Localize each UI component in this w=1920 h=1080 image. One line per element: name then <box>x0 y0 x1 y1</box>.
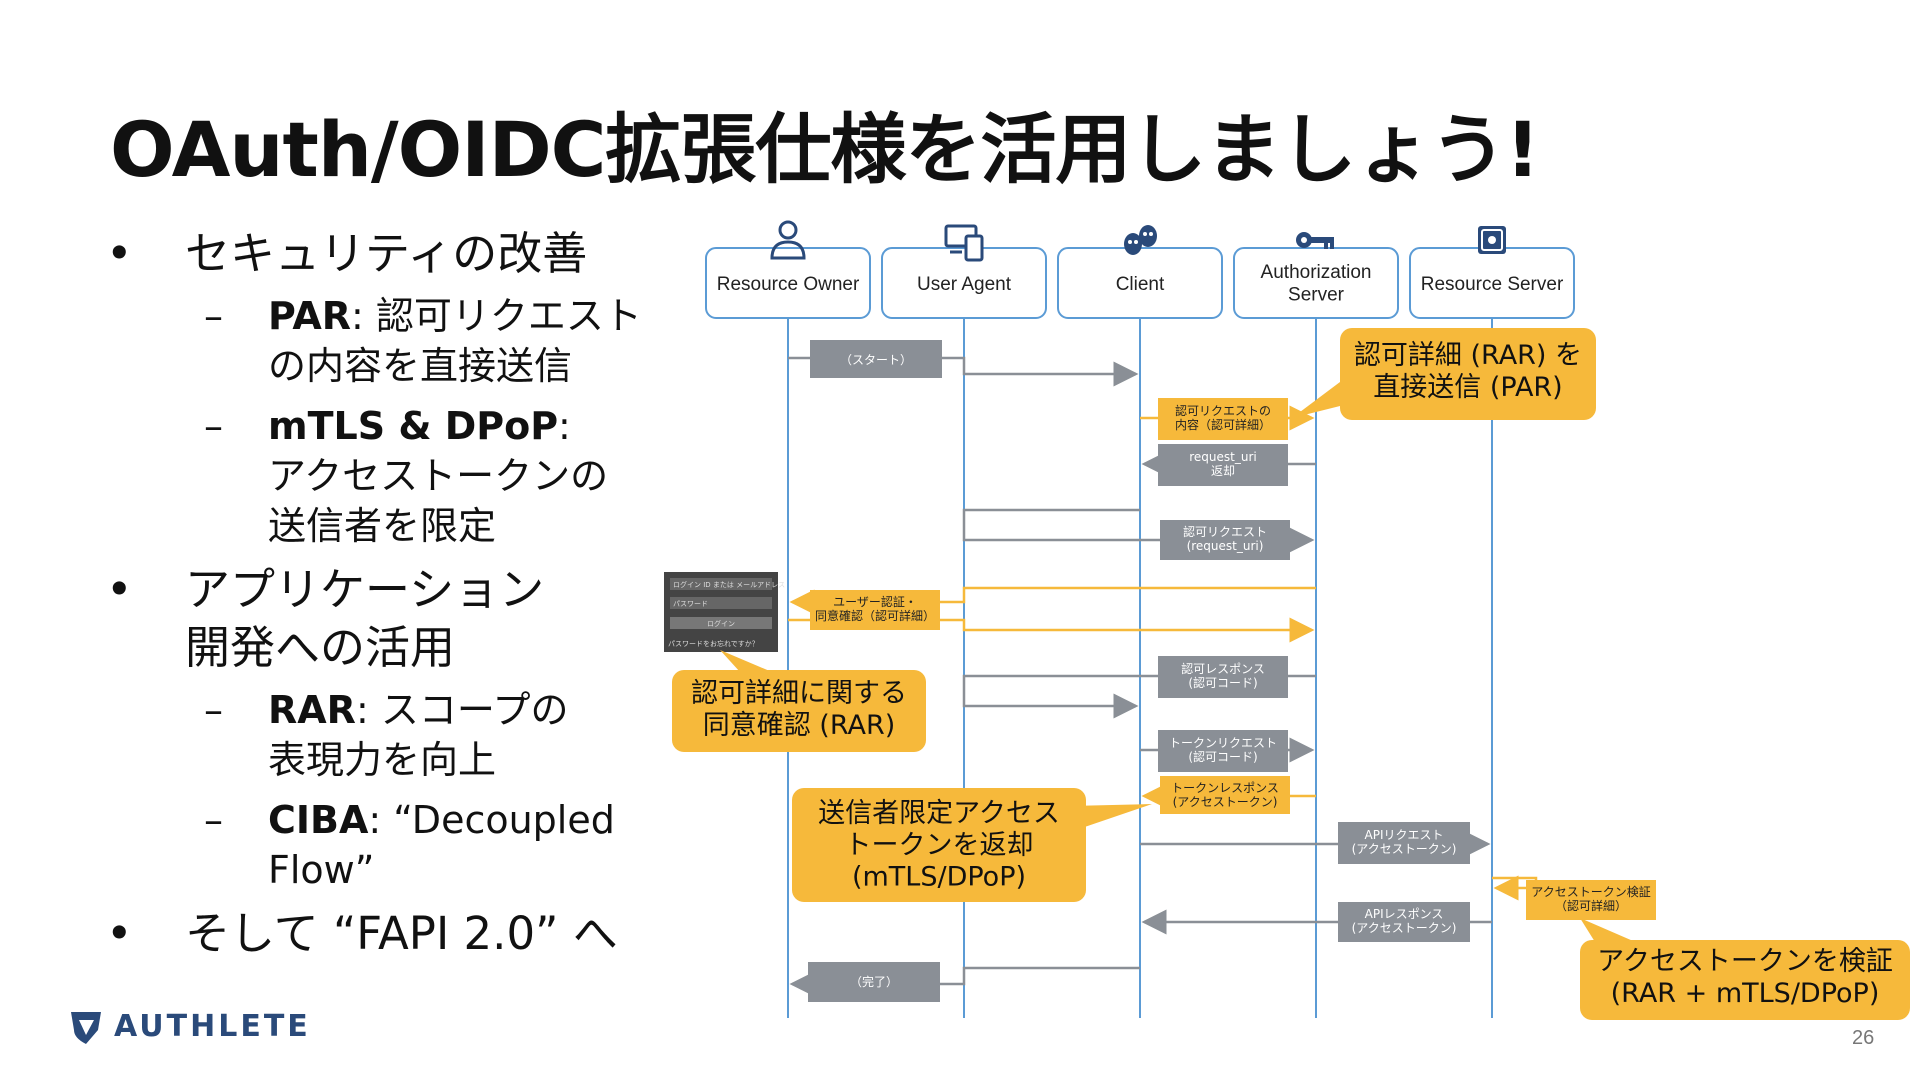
actor-client: Client <box>1057 225 1223 319</box>
msg-api-request: APIリクエスト(アクセストークン) <box>1338 822 1470 864</box>
actor-label: Resource Owner <box>717 274 860 295</box>
sub-bullet-mtls: –mTLS & DPoP:アクセストークンの送信者を限定 <box>204 404 609 548</box>
svg-text:認可レスポンス(認可コード): 認可レスポンス(認可コード) <box>1181 661 1265 690</box>
actor-label: Resource Server <box>1421 274 1564 295</box>
svg-text:APIリクエスト(アクセストークン): APIリクエスト(アクセストークン) <box>1352 828 1457 856</box>
msg-token-response: トークンレスポンス(アクセストークン) <box>1160 776 1290 814</box>
msg-token-verify: アクセストークン検証（認可詳細） <box>1526 880 1656 920</box>
svg-text:送信者限定アクセストークンを返却(mTLS/DPoP): 送信者限定アクセストークンを返却(mTLS/DPoP) <box>818 798 1060 893</box>
bullet-list: •セキュリティの改善 –PAR: 認可リクエストの内容を直接送信 –mTLS &… <box>100 225 660 971</box>
callout-par: 認可詳細 (RAR) を直接送信 (PAR) <box>1292 328 1596 420</box>
msg-user-auth: ユーザー認証・同意確認（認可詳細） <box>810 590 940 630</box>
bullet-app-dev: •アプリケーション開発への活用 <box>106 563 545 674</box>
msg-complete: （完了） <box>808 962 940 1002</box>
person-icon <box>770 220 806 260</box>
svg-text:トークンリクエスト(認可コード): トークンリクエスト(認可コード) <box>1169 736 1277 764</box>
msg-start: （スタート） <box>810 340 942 378</box>
callout-consent: 認可詳細に関する同意確認 (RAR) <box>672 650 926 752</box>
callout-token: 送信者限定アクセストークンを返却(mTLS/DPoP) <box>792 788 1152 902</box>
safe-icon <box>1478 226 1506 254</box>
actor-resource-owner: Resource Owner <box>705 220 871 319</box>
sub-bullet-par: –PAR: 認可リクエストの内容を直接送信 <box>204 294 642 388</box>
msg-authz-request: 認可リクエスト(request_uri) <box>1160 520 1290 560</box>
actor-user-agent: User Agent <box>881 224 1047 319</box>
slide-title: OAuth/OIDC拡張仕様を活用しましょう! <box>110 105 1540 194</box>
callout-verify: アクセストークンを検証(RAR + mTLS/DPoP) <box>1580 918 1910 1020</box>
page-number: 26 <box>1852 1027 1875 1049</box>
authlete-logo: AUTHLETE <box>68 1008 311 1044</box>
svg-text:トークンレスポンス(アクセストークン): トークンレスポンス(アクセストークン) <box>1171 781 1279 809</box>
svg-text:ユーザー認証・同意確認（認可詳細）: ユーザー認証・同意確認（認可詳細） <box>815 594 935 623</box>
key-icon <box>1296 232 1334 249</box>
bullet-security: •セキュリティの改善 <box>106 227 588 280</box>
svg-text:（スタート）: （スタート） <box>840 353 912 367</box>
arrow-authz-request <box>962 508 1315 553</box>
actor-resource-server: Resource Server <box>1409 226 1575 319</box>
msg-par-request: 認可リクエストの内容（認可詳細） <box>1158 398 1288 440</box>
svg-text:認可詳細に関する同意確認 (RAR): 認可詳細に関する同意確認 (RAR) <box>691 678 907 741</box>
svg-text:認可リクエスト(request_uri): 認可リクエスト(request_uri) <box>1183 524 1267 553</box>
svg-text:認可詳細 (RAR) を直接送信 (PAR): 認可詳細 (RAR) を直接送信 (PAR) <box>1354 340 1582 403</box>
svg-text:（完了）: （完了） <box>850 974 898 989</box>
bullet-fapi: •そして “FAPI 2.0” へ <box>106 907 618 960</box>
login-screen-thumbnail: ログイン ID または メールアドレス パスワード ログイン パスワードをお忘れ… <box>664 572 785 652</box>
callouts: 認可詳細 (RAR) を直接送信 (PAR) 認可詳細に関する同意確認 (RAR… <box>672 328 1910 1020</box>
svg-text:アクセストークン検証（認可詳細）: アクセストークン検証（認可詳細） <box>1531 885 1650 913</box>
arrow-authz-response <box>962 674 1316 719</box>
svg-text:ログイン: ログイン <box>707 619 735 628</box>
theater-masks-icon <box>1124 225 1157 255</box>
svg-text:APIレスポンス(アクセストークン): APIレスポンス(アクセストークン) <box>1352 907 1457 935</box>
devices-icon <box>944 224 984 262</box>
msg-authz-response: 認可レスポンス(認可コード) <box>1158 656 1288 698</box>
svg-text:認可リクエストの内容（認可詳細）: 認可リクエストの内容（認可詳細） <box>1175 403 1271 432</box>
svg-text:ログイン ID または メールアドレス: ログイン ID または メールアドレス <box>673 580 785 589</box>
msg-api-response: APIレスポンス(アクセストークン) <box>1338 902 1470 942</box>
svg-text:アクセストークンを検証(RAR + mTLS/DPoP): アクセストークンを検証(RAR + mTLS/DPoP) <box>1597 946 1893 1009</box>
actor-label: User Agent <box>917 274 1012 295</box>
svg-text:パスワードをお忘れですか？: パスワードをお忘れですか？ <box>668 639 759 648</box>
sub-bullet-rar: –RAR: スコープの表現力を向上 <box>204 688 569 782</box>
msg-token-request: トークンリクエスト(認可コード) <box>1158 730 1288 772</box>
shield-logo-icon <box>71 1012 101 1044</box>
svg-text:パスワード: パスワード <box>673 600 708 608</box>
logo-text: AUTHLETE <box>114 1008 311 1044</box>
actor-label: Client <box>1116 274 1165 295</box>
